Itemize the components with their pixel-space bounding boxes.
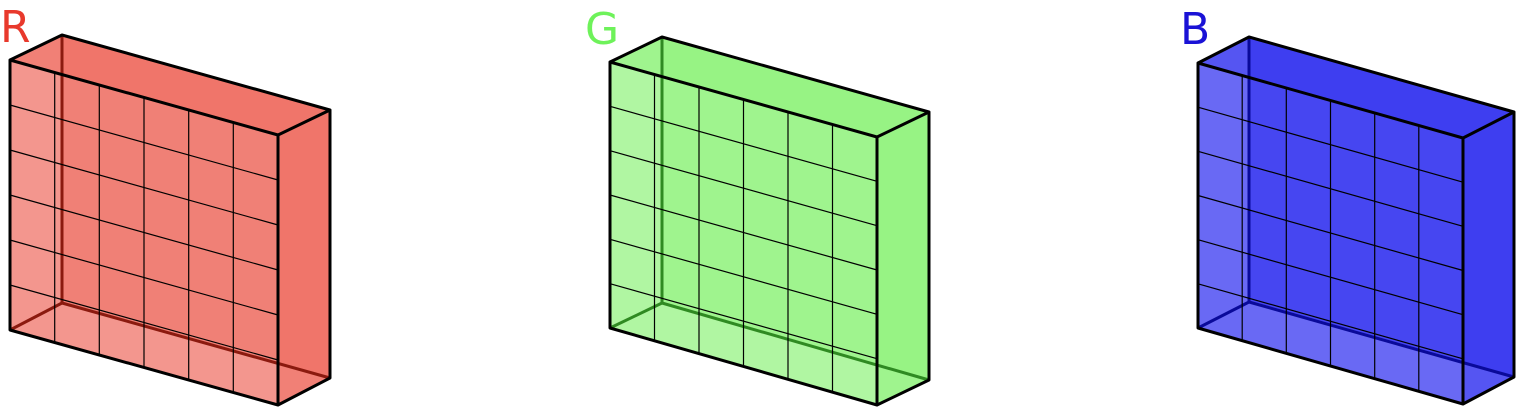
channel-b-outline (1196, 35, 1516, 406)
channel-r-hidden-edges (9, 35, 331, 380)
channel-r-top-face (10, 35, 330, 135)
channel-g-top-face (610, 37, 929, 137)
channel-g-hidden-edges (609, 37, 930, 382)
channel-g: G (585, 4, 931, 407)
channel-g-volume (608, 35, 931, 407)
channel-g-outline (608, 35, 931, 407)
channel-b-hidden-edges (1197, 37, 1515, 379)
channel-b-grid (1197, 75, 1464, 392)
channel-b-label: B (1180, 4, 1210, 55)
channel-r-label: R (0, 2, 31, 53)
channel-r-outline (8, 33, 332, 407)
channel-g-label: G (585, 4, 619, 55)
channel-b-volume (1196, 35, 1516, 406)
channel-b-top-face (1198, 37, 1514, 138)
channel-g-grid (609, 74, 878, 391)
channel-r-side-face (278, 110, 330, 405)
channel-b-side-face (1463, 112, 1514, 404)
channel-r: R (0, 2, 332, 407)
channel-r-volume (8, 33, 332, 407)
channel-r-grid (9, 72, 279, 393)
channel-b: B (1180, 4, 1516, 406)
channel-g-side-face (877, 112, 929, 405)
